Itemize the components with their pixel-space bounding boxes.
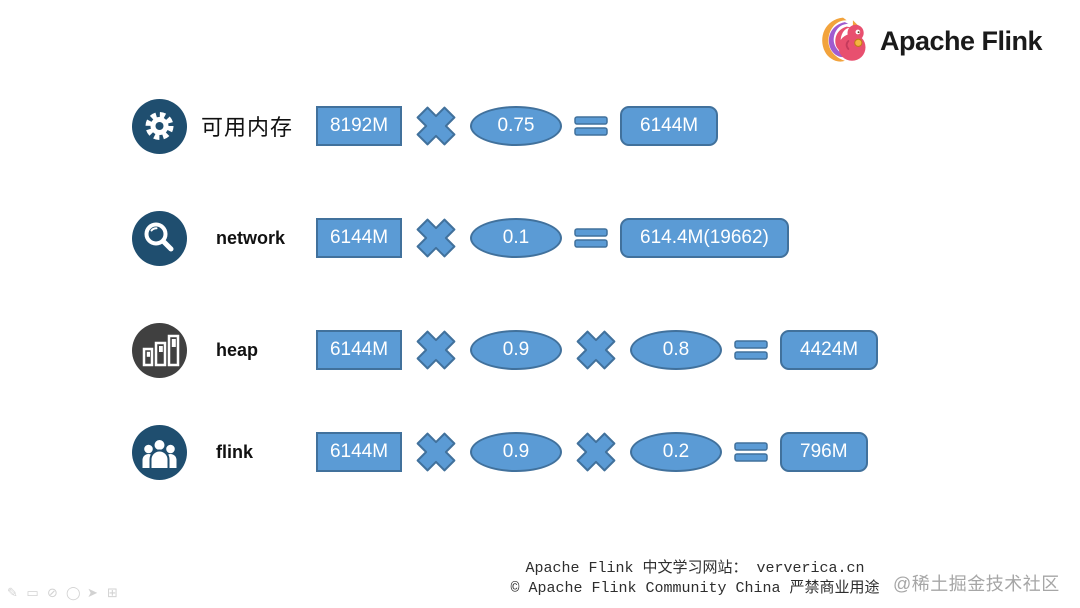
annotation-toolbar: ✎ ▭ ⊘ ◯ ➤ ⊞ (6, 585, 119, 601)
factor-ellipse: 0.9 (470, 330, 562, 370)
equals-icon (734, 340, 768, 360)
factor-ellipse: 0.2 (630, 432, 722, 472)
result-box: 6144M (620, 106, 719, 146)
result-box: 614.4M(19662) (620, 218, 789, 258)
multiply-icon (416, 330, 456, 370)
multiply-icon (416, 218, 456, 258)
multiply-icon (576, 432, 616, 472)
people-icon (132, 424, 187, 480)
row-network: network 6144M 0.1 614.4M(19662) (132, 210, 789, 266)
input-value-box: 6144M (316, 330, 402, 370)
highlighter-tool-icon[interactable]: ▭ (26, 585, 39, 600)
brand-name: Apache Flink (879, 25, 1043, 56)
equals-icon (574, 116, 608, 136)
footer-line-1: Apache Flink 中文学习网站： ververica.cn (525, 560, 865, 577)
loop-tool-icon[interactable]: ⊘ (47, 585, 58, 600)
footer-credits: Apache Flink 中文学习网站： ververica.cn © Apac… (500, 559, 890, 598)
multiply-icon (416, 106, 456, 146)
factor-ellipse: 0.75 (470, 106, 562, 146)
screen-tool-icon[interactable]: ⊞ (107, 585, 118, 600)
input-value-box: 8192M (316, 106, 402, 146)
factor-ellipse: 0.1 (470, 218, 562, 258)
row-label-network: network (216, 227, 286, 248)
equals-icon (574, 228, 608, 248)
input-value-box: 6144M (316, 432, 402, 472)
bar-chart-icon (132, 322, 187, 378)
footer-line-2: © Apache Flink Community China 严禁商业用途 (510, 579, 880, 597)
row-label-flink: flink (216, 441, 254, 462)
oval-tool-icon[interactable]: ◯ (66, 585, 81, 600)
row-flink: flink 6144M 0.9 0.2 796M (132, 424, 868, 480)
row-label-available-memory: 可用内存 (201, 115, 294, 140)
multiply-icon (576, 330, 616, 370)
factor-ellipse: 0.9 (470, 432, 562, 472)
magnifier-icon (132, 210, 187, 266)
brand-header: Apache Flink (816, 14, 1043, 68)
equals-icon (734, 442, 768, 462)
input-value-box: 6144M (316, 218, 402, 258)
gear-icon (132, 98, 187, 154)
pen-tool-icon[interactable]: ✎ (7, 585, 18, 600)
result-box: 796M (780, 432, 868, 472)
result-box: 4424M (780, 330, 879, 370)
factor-ellipse: 0.8 (630, 330, 722, 370)
row-heap: heap 6144M 0.9 0.8 4424M (132, 322, 879, 378)
cursor-tool-icon[interactable]: ➤ (87, 585, 98, 600)
row-available-memory: 可用内存 8192M 0.75 6144M (132, 98, 719, 154)
row-label-heap: heap (216, 339, 259, 360)
watermark: @稀土掘金技术社区 (893, 574, 1060, 594)
flink-squirrel-logo-icon (822, 17, 866, 62)
multiply-icon (416, 432, 456, 472)
